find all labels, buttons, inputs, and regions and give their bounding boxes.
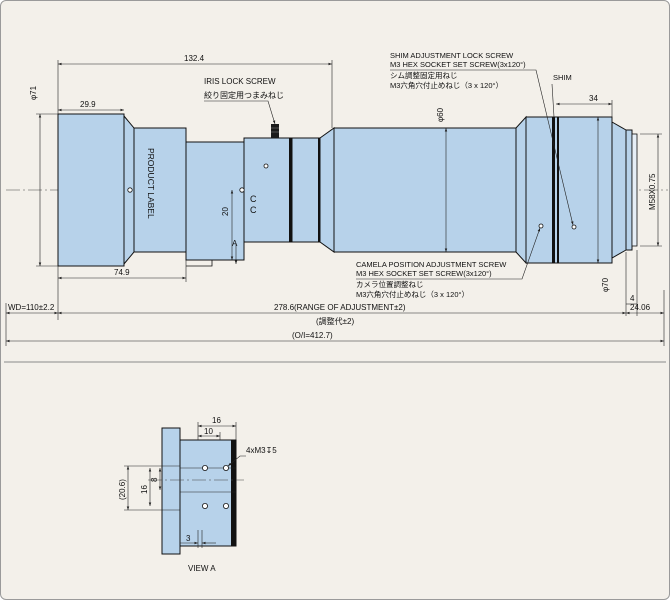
dim-132-4: 132.4: [184, 54, 205, 63]
camera-screw-hole: [538, 223, 544, 229]
camera-adj-jp1: カメラ位置調整ねじ: [356, 279, 424, 289]
iris-lock-screw: [271, 124, 279, 138]
dim-20: 20: [221, 207, 230, 216]
thread-section: [631, 133, 638, 247]
shim-band-2: [557, 117, 559, 263]
shim-label: SHIM: [553, 73, 572, 82]
view-a-dim-8: 8: [150, 477, 159, 482]
rear-taper: [515, 115, 527, 265]
mount-taper: [611, 121, 627, 259]
label-barrel: [133, 127, 187, 253]
view-a-hole-4: [222, 502, 229, 509]
iris-hole: [239, 187, 245, 193]
view-a-caption: VIEW A: [188, 564, 216, 573]
iris-lock-title: IRIS LOCK SCREW: [204, 77, 276, 86]
camera-adj-jp2: M3六角穴付止めねじ（3 x 120°）: [356, 289, 469, 299]
product-label: PRODUCT LABEL: [146, 148, 156, 219]
camera-adj-title: CAMELA POSITION ADJUSTMENT SCREW: [356, 260, 507, 269]
view-a-hole-2: [222, 464, 229, 471]
dim-oi: (O/I=412.7): [292, 331, 333, 340]
view-a-screw-note: 4xM3↧5: [246, 446, 277, 455]
dim-dia-71: φ71: [29, 85, 38, 100]
view-a-flange: [161, 427, 181, 555]
view-a-hole-3: [201, 502, 208, 509]
mount-flange: [625, 129, 633, 251]
view-a: 16 10 (20.6) 16 8 3 4xM3↧5 VIEW A: [118, 416, 277, 573]
view-a-band: [231, 440, 236, 546]
svg-text:C: C: [250, 205, 257, 215]
shim-lock-spec: M3 HEX SOCKET SET SCREW(3x120°): [390, 60, 526, 69]
iris-hole-2: [263, 163, 269, 169]
dim-wd: WD=110±2.2: [8, 303, 55, 312]
iris-ring: [243, 137, 293, 243]
view-a-hole-1: [201, 464, 208, 471]
dim-34: 34: [589, 94, 598, 103]
camera-adj-spec: M3 HEX SOCKET SET SCREW(3x120°): [356, 269, 492, 278]
mid-taper: [319, 127, 335, 253]
band-1: [289, 138, 292, 242]
svg-text:C: C: [250, 194, 257, 204]
section-mark-a: A: [232, 239, 238, 248]
mid-ring: [291, 137, 321, 243]
dim-24-06: 24.06: [630, 303, 651, 312]
shim-lock-jp2: M3六角穴付止めねじ（3 x 120°）: [390, 80, 503, 90]
dim-4: 4: [630, 294, 635, 303]
dim-29-9: 29.9: [80, 100, 96, 109]
iris-lock-jp: 絞り固定用つまみねじ: [204, 90, 284, 100]
band-2: [318, 138, 320, 242]
shim-screw-hole: [571, 224, 577, 230]
main-barrel: [333, 127, 517, 253]
rear-barrel: [525, 116, 613, 264]
view-a-dim-20-6: (20.6): [118, 479, 127, 500]
view-a-dim-3: 3: [186, 534, 191, 543]
dim-range-jp: (調整代±2): [316, 316, 355, 326]
side-view: C C PRODUCT LABEL φ71 29.9 132.4 74.9 20…: [5, 51, 668, 346]
view-a-dim-10: 10: [204, 427, 213, 436]
view-a-dim-16v: 16: [140, 485, 149, 494]
dim-range: 278.6(RANGE OF ADJUSTMENT±2): [274, 303, 406, 312]
dim-74-9: 74.9: [114, 268, 130, 277]
shim-lock-jp1: シム調整固定用ねじ: [390, 70, 458, 80]
dim-dia-70: φ70: [601, 277, 610, 292]
dim-dia-60: φ60: [436, 107, 445, 122]
view-a-body: [179, 439, 237, 547]
front-hole: [127, 187, 133, 193]
view-a-dim-16: 16: [212, 416, 221, 425]
front-barrel: [57, 113, 125, 267]
dim-thread: M58X0.75: [648, 173, 657, 210]
shim-band: [552, 117, 555, 263]
shim-lock-title: SHIM ADJUSTMENT LOCK SCREW: [390, 51, 514, 60]
